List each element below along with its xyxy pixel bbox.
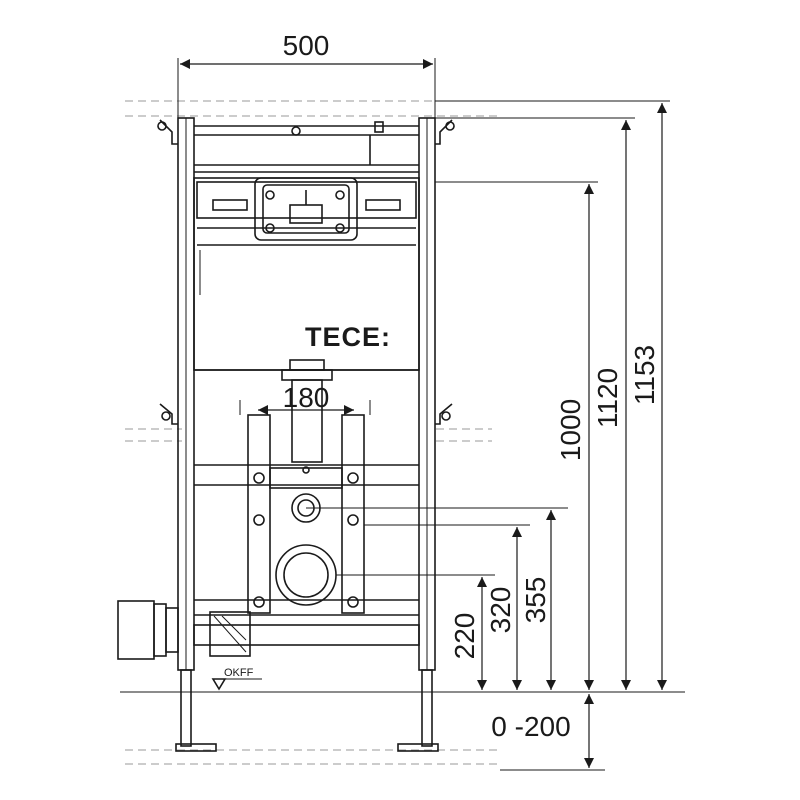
dim-label-355: 355	[520, 577, 551, 624]
dim-label-leg-adjust: 0 -200	[491, 711, 570, 742]
wall-hatching	[125, 100, 500, 765]
floor-reference-marker: OKFF	[211, 667, 262, 691]
dimension-lines	[180, 59, 667, 768]
dim-label-1153: 1153	[629, 345, 660, 405]
pipe-outlets	[275, 493, 337, 606]
brand-logo: TECE:	[305, 322, 391, 352]
dim-label-320: 320	[485, 587, 516, 634]
frame-legs	[175, 669, 439, 752]
flush-plate-mount	[254, 177, 358, 241]
floor-reference-label: OKFF	[224, 667, 254, 679]
wall-anchors	[157, 119, 455, 425]
pan-brackets	[247, 414, 365, 614]
dim-label-180: 180	[283, 382, 330, 413]
frame-uprights	[177, 117, 436, 671]
dim-label-220: 220	[449, 613, 480, 660]
dim-label-1120: 1120	[592, 368, 623, 428]
dim-label-500: 500	[283, 30, 330, 61]
drain-pipe	[117, 600, 251, 660]
extension-lines	[177, 58, 670, 771]
dim-label-1000: 1000	[555, 399, 586, 461]
flush-outlet	[281, 359, 333, 463]
